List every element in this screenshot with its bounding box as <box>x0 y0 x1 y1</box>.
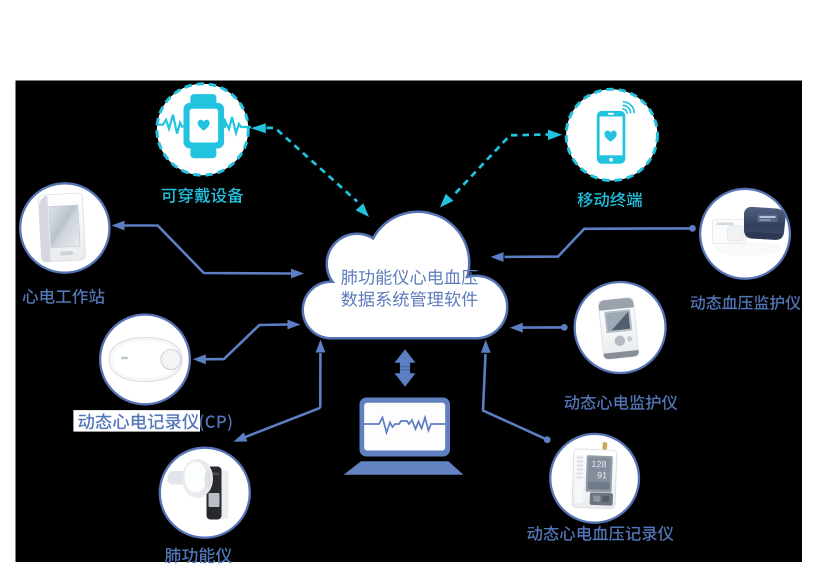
svg-text:128: 128 <box>591 459 606 470</box>
svg-text:91: 91 <box>597 470 607 480</box>
